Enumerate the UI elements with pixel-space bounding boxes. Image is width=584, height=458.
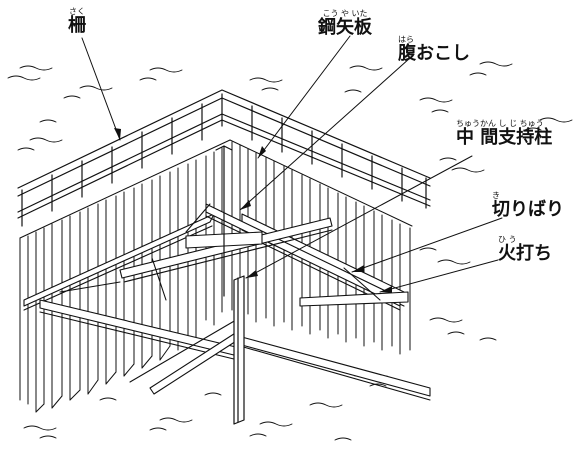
label-text: 切りばり <box>492 199 564 220</box>
label-haraokoshi: はら 腹おこし <box>398 36 470 63</box>
struts <box>39 203 431 401</box>
label-text: 火打ち <box>498 243 552 264</box>
label-text: 腹おこし <box>398 43 470 64</box>
label-text: 柵 <box>68 15 86 36</box>
label-kiribari: き 切りばり <box>492 192 564 219</box>
ground-hatching <box>7 61 573 441</box>
leader-arrowheads <box>114 128 392 293</box>
ruby: ひ う <box>498 235 517 244</box>
label-saku: さく 柵 <box>68 8 86 35</box>
leader-lines <box>81 35 503 293</box>
label-text: 鋼矢板 <box>318 17 372 38</box>
ruby: ちゅうかん し じ ちゅう <box>456 119 544 128</box>
ruby: さく <box>69 7 85 16</box>
center-column <box>215 145 245 425</box>
ruby: はら <box>398 35 414 44</box>
ruby: き <box>492 191 500 200</box>
railing <box>17 89 431 227</box>
label-hiuchi: ひ う 火打ち <box>498 236 552 263</box>
label-kouyaita: こう や いた 鋼矢板 <box>318 10 372 37</box>
label-text: 中 間支持柱 <box>456 127 553 148</box>
label-chuukan: ちゅうかん し じ ちゅう 中 間支持柱 <box>456 120 552 147</box>
ruby: こう や いた <box>322 9 368 18</box>
sheet-piles-right <box>229 139 413 355</box>
